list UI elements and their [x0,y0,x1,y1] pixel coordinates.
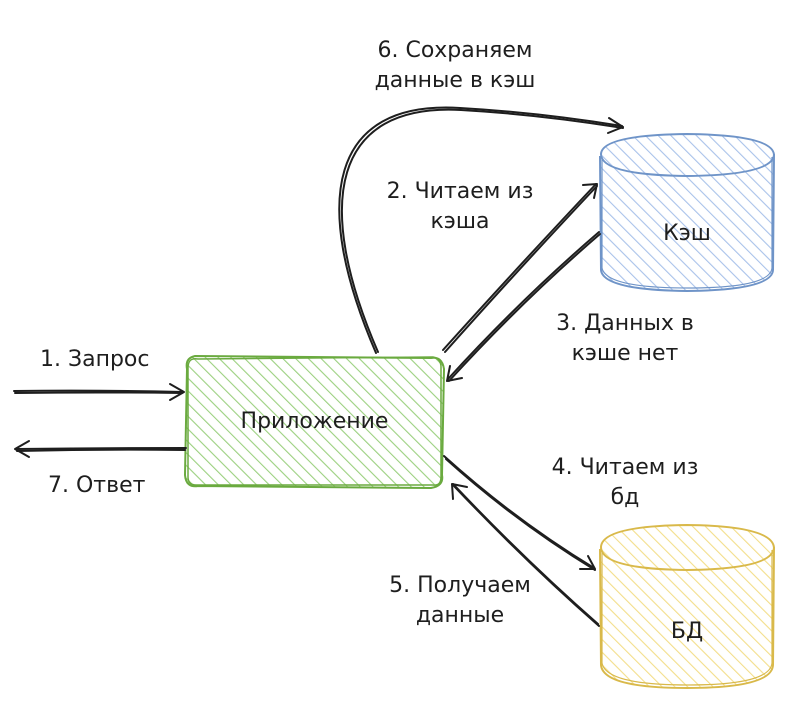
arrow-save-cache [338,106,624,354]
label-read-db: 4. Читаем из бд [540,453,710,513]
label-request: 1. Запрос [40,347,150,372]
arrow-read-db [443,455,596,571]
label-read-cache: 2. Читаем из кэша [370,177,550,237]
label-cache-miss-line2: кэше нет [571,341,679,366]
label-read-db-line2: бд [610,485,640,510]
label-cache-miss: 3. Данных в кэше нет [540,309,710,369]
arrow-response [14,440,187,458]
db-label: БД [670,619,704,644]
label-got-data-line1: 5. Получаем [389,573,531,598]
app-node [183,354,446,490]
arrow-cache-miss [446,231,601,382]
label-read-db-line1: 4. Читаем из [551,455,699,480]
label-save-cache: 6. Сохраняем данные в кэш [350,36,560,96]
cache-label: Кэш [663,221,711,246]
cache-node [599,132,776,293]
label-read-cache-line1: 2. Читаем из [386,179,534,204]
app-label: Приложение [240,409,389,434]
label-save-cache-line1: 6. Сохраняем [377,38,533,63]
db-node [599,523,776,690]
label-got-data: 5. Получаем данные [370,571,550,631]
label-got-data-line2: данные [415,603,505,628]
arrow-got-data [451,483,600,627]
arrow-read-cache [442,183,598,353]
label-read-cache-line2: кэша [430,209,490,234]
label-cache-miss-line1: 3. Данных в [556,311,694,336]
arrow-request [13,383,185,401]
label-save-cache-line2: данные в кэш [374,68,536,93]
label-response: 7. Ответ [48,473,146,498]
